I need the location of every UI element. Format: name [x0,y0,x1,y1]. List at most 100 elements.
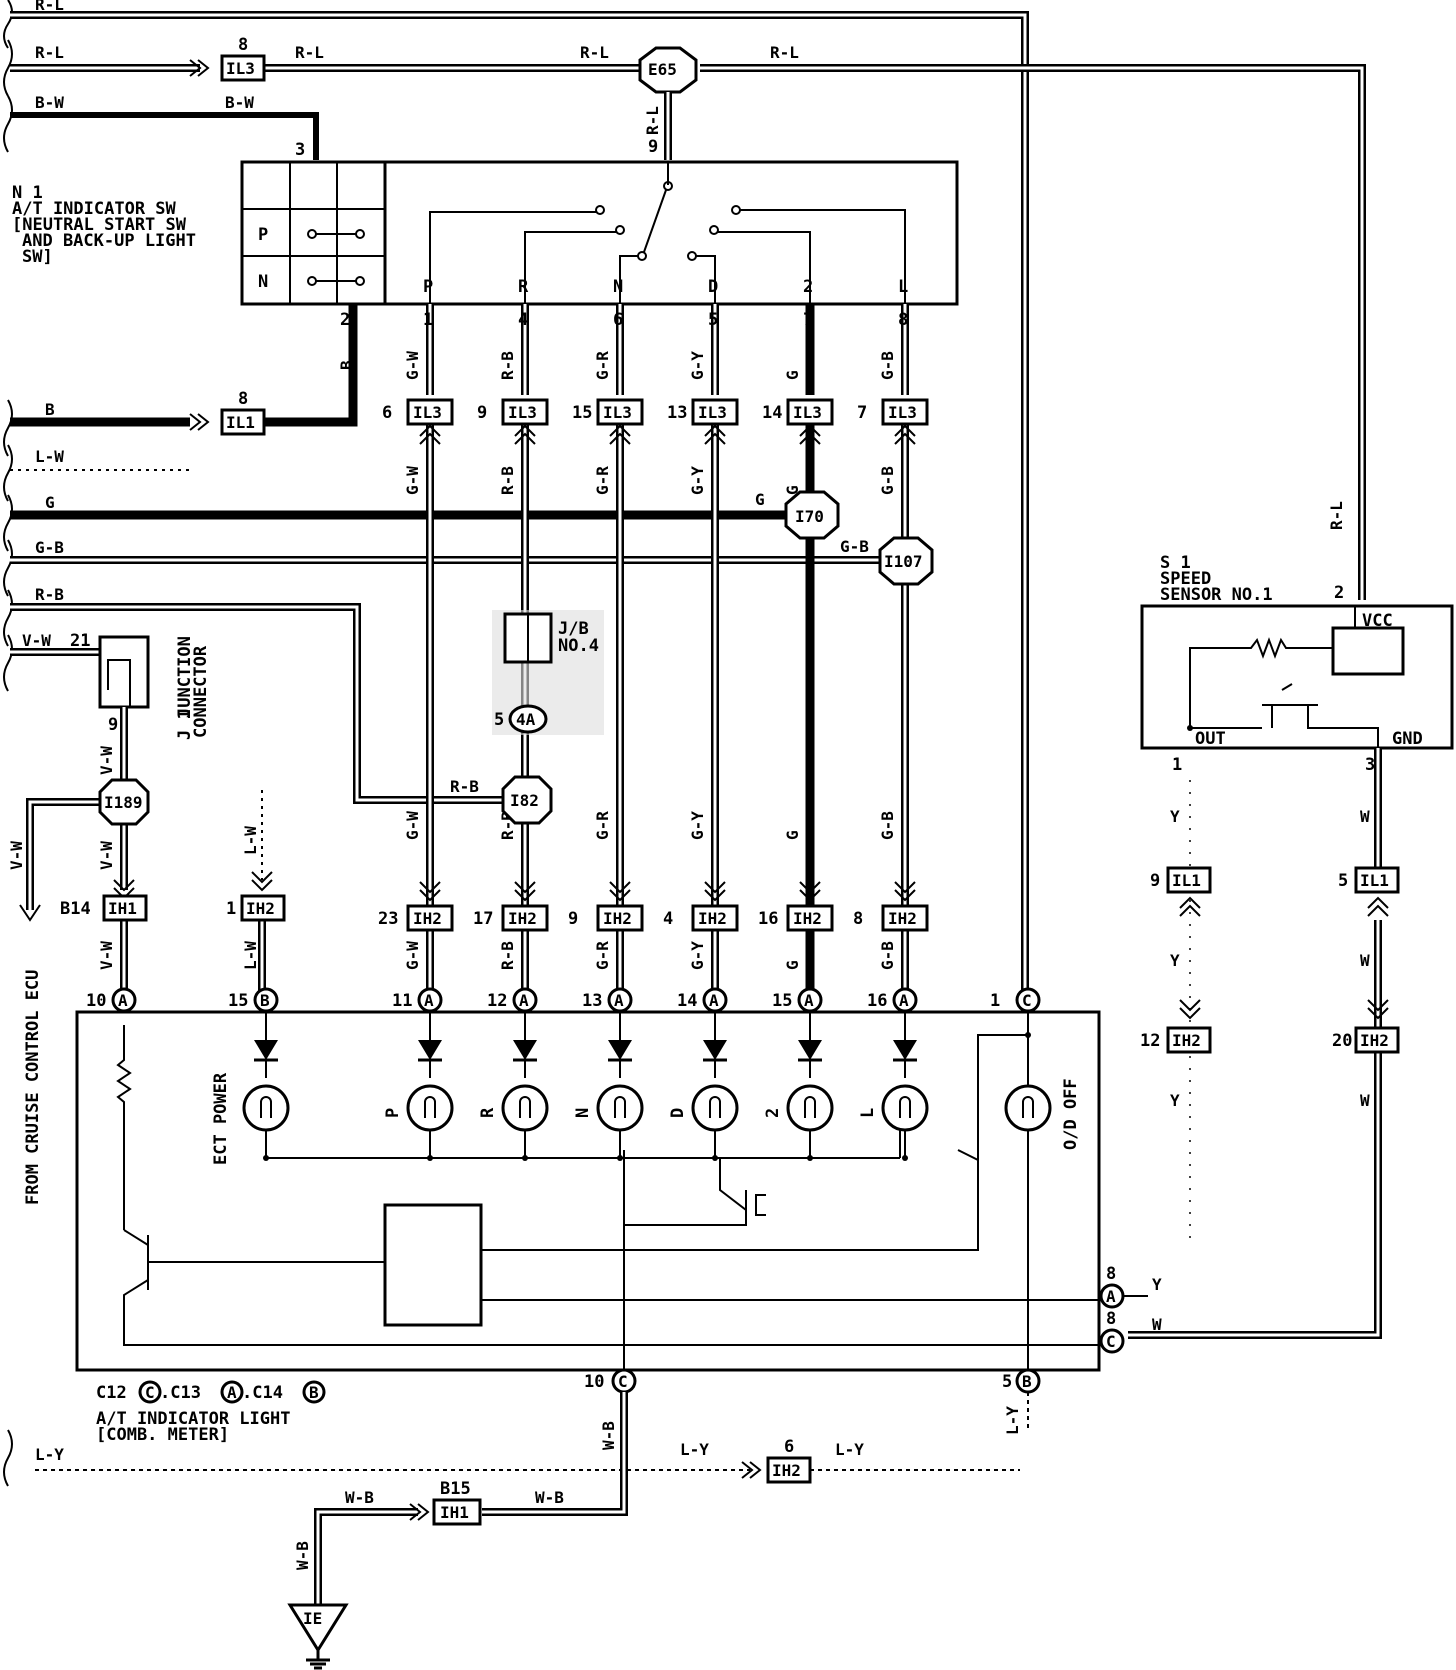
connector-il1-w: IL1 5 [1338,866,1400,917]
pin-sensor-vcc: 2 [1334,583,1344,603]
meter-top-letter-6: A [804,991,814,1010]
svg-text:5: 5 [494,710,504,730]
svg-text:IH1: IH1 [108,899,137,918]
svg-text:N: N [258,272,268,292]
ih2-col-5: IH2 [888,909,917,928]
svg-text:I70: I70 [795,507,824,526]
svg-text:IH2: IH2 [1172,1031,1201,1050]
junction-ref: J 1 [175,709,195,740]
lamp-label-5: 2 [763,1108,783,1118]
junction-name-1: JUNCTION [175,636,195,718]
speed-sensor-s1 [1140,604,1454,750]
il3-pin-2: 15 [572,403,592,423]
meter-top-pin-3: 12 [487,991,507,1011]
pin-switch-b: 2 [340,310,350,330]
wire-label-ly-4: L-Y [1003,1406,1022,1435]
switch-columns: P1IL36IH223G-WG-WG-WG-WR4IL39IH217R-BR-B… [378,277,929,1000]
wire-label-col-4-3: G [783,960,802,970]
meter-top-pin-1: 15 [228,991,248,1011]
svg-text:12: 12 [1140,1031,1160,1051]
wire-label-vw-1: V-W [22,631,51,650]
lamp-label-2: R [478,1107,498,1118]
wire-label-w-meter: W [1152,1315,1162,1334]
wire-label-rl-4: R-L [770,43,799,62]
wire-label-rl-top: R-L [35,0,64,14]
svg-text:8: 8 [1106,1264,1116,1284]
meter-top-pin-7: 16 [867,991,887,1011]
sensor-out-label: OUT [1195,729,1226,749]
svg-text:IE: IE [303,1609,322,1628]
svg-text:1: 1 [226,899,236,919]
svg-text:6: 6 [784,1437,794,1457]
connector-i189: I189 [98,778,150,826]
wire-label-col-2-3: G-R [593,941,612,970]
wire-label-b-2: B [337,360,356,370]
svg-text:IH1: IH1 [440,1503,469,1522]
switch-ref: N 1 [12,183,43,203]
wire-label-col-5-2: G-B [878,811,897,840]
connector-il1-b: IL1 8 [220,389,266,436]
wire-label-lw-3: L-W [241,941,260,970]
il3-pin-1: 9 [477,403,487,423]
il3-pin-5: 7 [857,403,867,423]
ih2-col-3: IH2 [698,909,727,928]
il3-col-4: IL3 [793,403,822,422]
wire-label-col-1-3: R-B [498,941,517,970]
switch-position-3: D [708,277,718,297]
meter-top-pin-2: 11 [392,991,412,1011]
connector-il3-top: IL3 8 [189,35,266,82]
svg-text:8: 8 [238,35,248,55]
wire-label-col-3-2: G-Y [688,811,707,840]
wire-label-wb-1: W-B [599,1421,618,1450]
wire-label-col-5-3: G-B [878,941,897,970]
svg-text:I82: I82 [510,791,539,810]
ih2-pin-2: 9 [568,909,578,929]
wire-label-col-4-0: G [783,370,802,380]
wire-label-col-3-1: G-Y [688,466,707,495]
il3-col-5: IL3 [888,403,917,422]
svg-text:8: 8 [238,389,248,409]
connector-ih2-y: IH2 12 [1140,999,1212,1054]
ih2-pin-1: 17 [473,909,493,929]
connector-ih2-lw: IH2 1 [226,871,286,922]
switch-desc-2: AND BACK-UP LIGHT [22,231,196,251]
pin-junction-out: 9 [108,715,118,735]
wire-label-w-3: W [1360,1091,1370,1110]
lamp-label-0: ECT POWER [211,1072,231,1165]
ih2-pin-3: 4 [663,909,673,929]
svg-text:IL1: IL1 [226,413,255,432]
il3-pin-3: 13 [667,403,687,423]
ih2-col-4: IH2 [793,909,822,928]
meter-right-pins: A 8 C 8 [1099,1264,1125,1354]
connector-ih2-w: IH2 20 [1332,999,1400,1054]
wire-label-y-3: Y [1170,1091,1180,1110]
svg-text:IL1: IL1 [1360,871,1389,890]
pin-switch-bw: 3 [295,140,305,160]
connector-e65: E65 [638,46,698,94]
wire-label-col-4-1: G [783,485,802,495]
svg-text:20: 20 [1332,1031,1352,1051]
switch-pin-2: 6 [613,310,623,330]
pin-junction-in: 21 [70,631,90,651]
lamp-5: 2 [763,1012,834,1161]
lamp-6: L [858,1012,929,1161]
meter-top-pin-8: 1 [990,991,1000,1011]
wire-label-rl-2: R-L [295,43,324,62]
connector-i70: I70 [784,490,840,540]
lamp-2: R [478,1012,549,1161]
ih2-col-1: IH2 [508,909,537,928]
svg-text:B14: B14 [60,899,91,919]
il3-col-0: IL3 [413,403,442,422]
meter-top-letter-3: A [519,991,529,1010]
svg-text:.C13: .C13 [160,1383,201,1403]
lamp-label-3: N [573,1108,593,1118]
wire-label-col-0-2: G-W [403,811,422,840]
svg-text:9: 9 [1150,871,1160,891]
wire-label-wb-2: W-B [535,1488,564,1507]
meter-bottom-pins: C 10 B 5 [584,1368,1041,1394]
svg-text:IH2: IH2 [772,1461,801,1480]
